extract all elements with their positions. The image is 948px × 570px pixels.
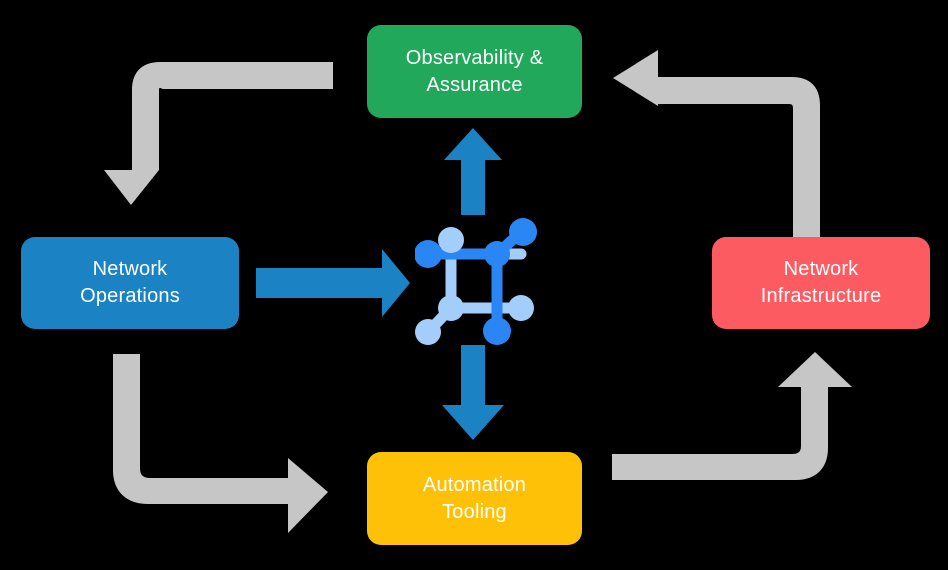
arrow-core-to-automation	[442, 345, 504, 440]
box-automation-tooling-label: Automation Tooling	[422, 473, 527, 523]
arrow-infrastructure-to-observability	[613, 50, 820, 240]
network-topology-icon	[415, 218, 537, 345]
box-observability-label: Observability & Assurance	[405, 46, 544, 96]
arrow-operations-to-core	[256, 249, 410, 317]
arrow-operations-to-automation	[113, 354, 328, 533]
box-automation-tooling[interactable]: Automation Tooling	[367, 452, 582, 545]
box-observability-assurance[interactable]: Observability & Assurance	[367, 25, 582, 118]
arrow-core-to-observability	[444, 128, 502, 215]
box-network-operations-label: Network Operations	[80, 258, 180, 307]
arrow-observability-to-operations	[104, 62, 333, 205]
box-network-infrastructure-label: Network Infrastructure	[760, 258, 882, 307]
arrow-automation-to-infrastructure	[612, 352, 852, 480]
box-network-infrastructure[interactable]: Network Infrastructure	[712, 237, 930, 329]
box-network-operations[interactable]: Network Operations	[21, 237, 239, 329]
